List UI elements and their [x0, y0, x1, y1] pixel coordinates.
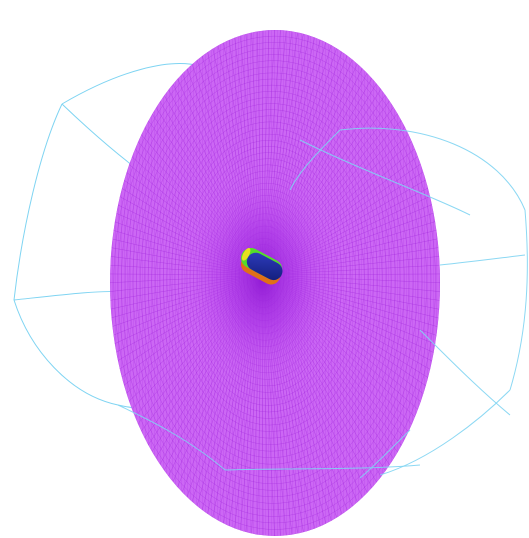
wireframe-edge	[224, 464, 421, 471]
body-hull-navy	[246, 252, 283, 281]
wireframe-edge	[419, 329, 511, 416]
wireframe-edge	[13, 103, 63, 301]
wireframe-edge	[117, 404, 226, 471]
wireframe-edge	[13, 291, 121, 301]
outer-boundary-wireframe-front	[117, 127, 528, 479]
wireframe-edge	[509, 209, 528, 391]
wireframe-edge	[339, 127, 526, 211]
body-nose-yellow	[241, 247, 251, 261]
wireframe-edge	[289, 129, 341, 191]
wireframe-edge	[439, 254, 526, 266]
wireframe-edge	[299, 139, 471, 216]
wireframe-edge	[379, 389, 511, 476]
wireframe-edge	[61, 63, 201, 105]
wireframe-edge	[13, 299, 119, 406]
wireframe-edge	[359, 429, 411, 479]
computational-mesh-disc	[110, 30, 440, 536]
body-surface	[240, 247, 283, 285]
